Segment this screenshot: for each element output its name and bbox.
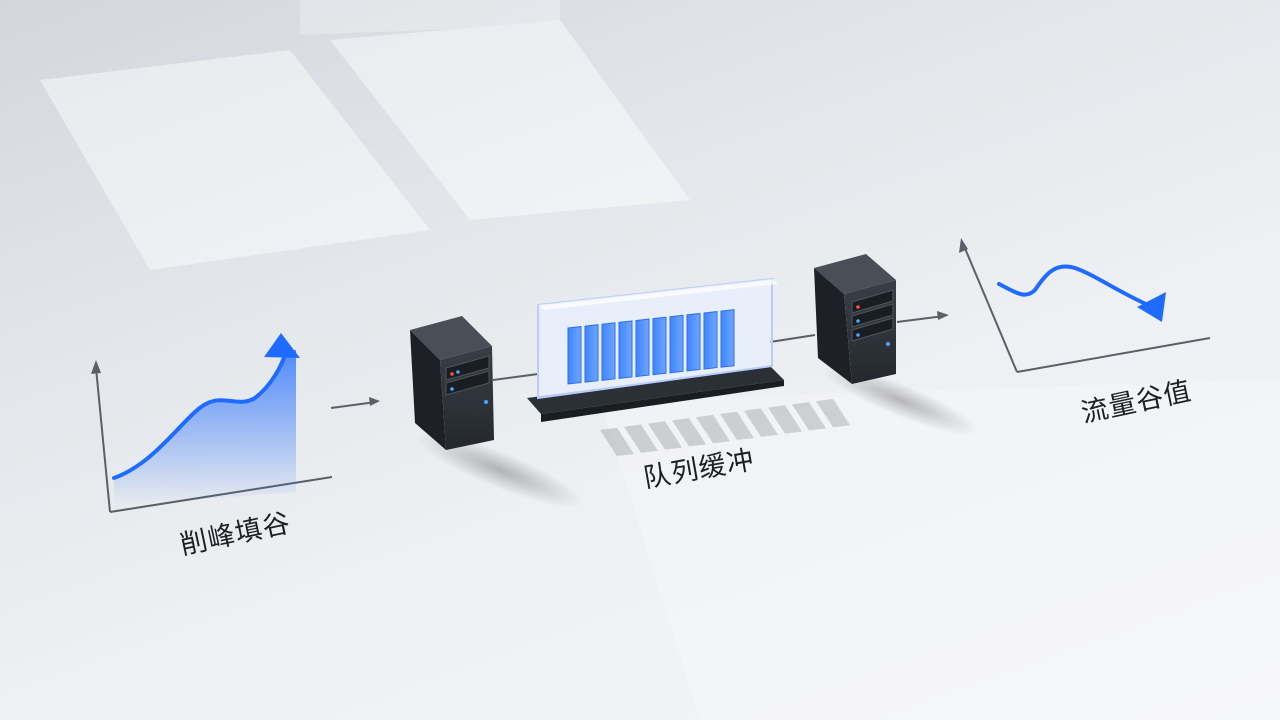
server-tower-icon — [410, 316, 494, 450]
left-chart-arrowhead — [264, 333, 300, 358]
queue-shadow-slot — [768, 405, 802, 434]
queue-bar — [584, 324, 599, 383]
flow-arrow-in — [330, 397, 380, 409]
left-chart-area — [114, 350, 296, 506]
queue-bar — [703, 311, 718, 370]
right-chart-y-arrow — [959, 238, 968, 253]
right-chart-arrowhead — [1137, 292, 1166, 322]
queue-base — [527, 366, 784, 414]
queue-shadow-slot — [696, 414, 730, 444]
server-left — [410, 316, 584, 508]
right-chart-x-axis — [1016, 337, 1211, 373]
right-chart-y-axis — [963, 245, 1018, 373]
queue-bar — [567, 326, 582, 385]
queue-bar — [601, 322, 616, 381]
queue-bar — [686, 312, 701, 372]
queue-shadow-slot — [720, 411, 754, 440]
queue-shadow-slot — [600, 427, 634, 456]
left-chart-y-axis — [95, 367, 111, 513]
falling-trend-chart-icon — [959, 238, 1211, 373]
right-chart-line — [997, 264, 1150, 307]
message-queue-icon — [527, 277, 850, 456]
queue-bar — [652, 316, 667, 376]
flow-line-queue-server2 — [769, 334, 816, 343]
queue-shadow-slot — [624, 424, 658, 453]
queue-bar — [635, 318, 650, 378]
queue-bar — [618, 320, 633, 379]
queue-shadow-slot — [744, 408, 778, 437]
queue-bars — [567, 309, 735, 385]
queue-shadow-slot — [816, 398, 850, 428]
queue-bar — [669, 314, 684, 374]
left-chart-y-arrow — [91, 360, 101, 374]
server-tower-icon — [814, 254, 896, 384]
left-chart-line — [112, 350, 288, 480]
queue-buffer — [527, 277, 850, 456]
rising-trend-chart-icon — [91, 333, 333, 513]
queue-shadow-slot — [672, 418, 706, 447]
flow-arrow-out — [896, 311, 949, 323]
queue-shadow-slot — [648, 421, 682, 450]
flow-line-server1-queue — [492, 373, 539, 381]
queue-shadow-slots — [600, 398, 850, 456]
queue-shadow-slot — [792, 402, 826, 431]
window-light — [40, 0, 1280, 720]
right-trend-chart — [959, 238, 1211, 373]
left-trend-chart — [91, 333, 333, 513]
server-right — [814, 254, 980, 436]
queue-bar — [720, 309, 735, 368]
